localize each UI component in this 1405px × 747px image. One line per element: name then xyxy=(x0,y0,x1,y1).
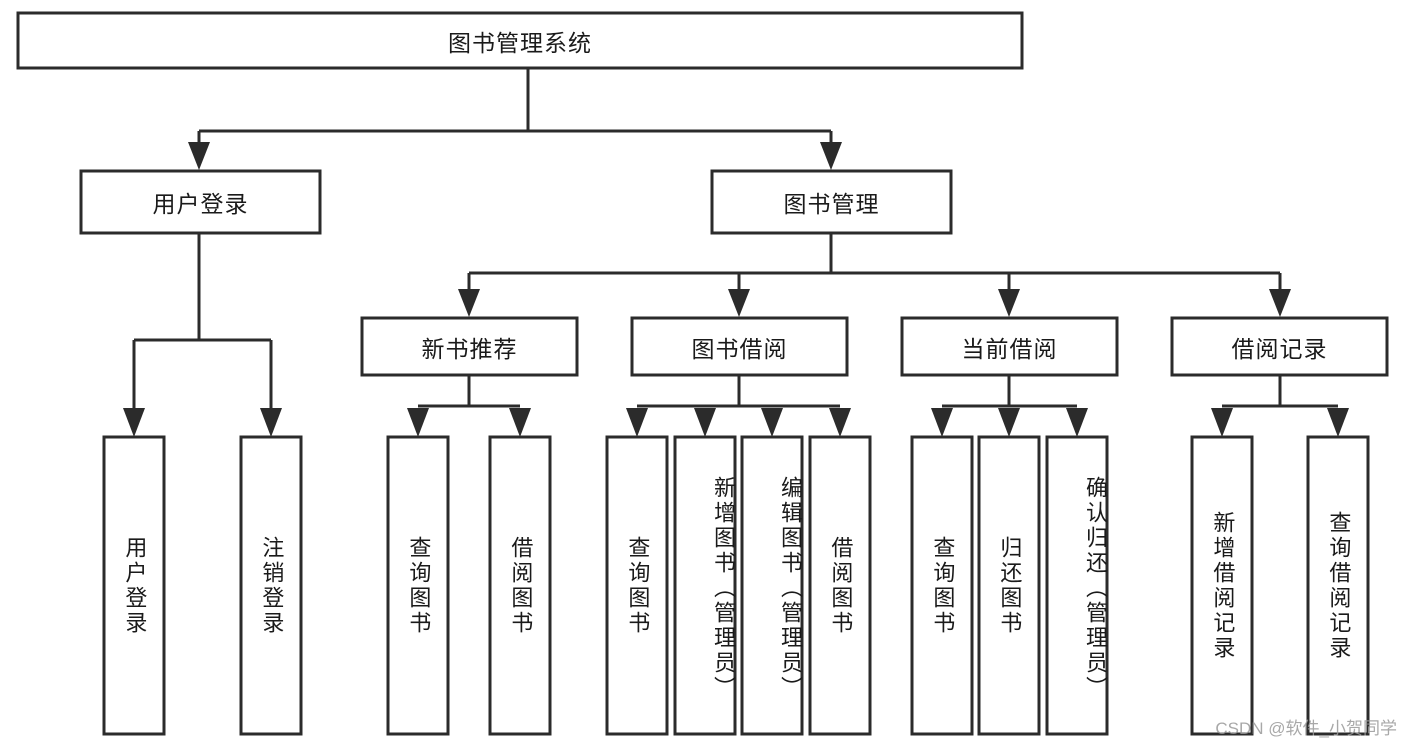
leaf-box-borrow-record-1[interactable] xyxy=(1190,435,1254,736)
arrow-head-level3-4 xyxy=(1269,289,1291,317)
arrow-head-bookborrow-4 xyxy=(829,408,851,437)
leaf-box-current-borrow-3[interactable] xyxy=(1045,435,1109,736)
arrow-head-bookborrow-2 xyxy=(694,408,716,437)
leaf-box-new-book-2[interactable] xyxy=(488,435,552,736)
leaf-box-borrow-record-2[interactable] xyxy=(1306,435,1370,736)
node-level3-box-2[interactable] xyxy=(630,316,849,377)
arrow-head-userlogin-1 xyxy=(123,408,145,437)
arrow-head-level3-1 xyxy=(458,289,480,317)
arrow-head-level2-1 xyxy=(188,142,210,170)
arrow-head-currentborrow-3 xyxy=(1066,408,1088,437)
arrow-head-bookborrow-1 xyxy=(626,408,648,437)
leaf-box-current-borrow-2[interactable] xyxy=(977,435,1041,736)
leaf-box-book-borrow-1[interactable] xyxy=(605,435,669,736)
arrow-head-newbook-1 xyxy=(407,408,429,437)
leaf-box-new-book-1[interactable] xyxy=(386,435,450,736)
node-level3-box-3[interactable] xyxy=(900,316,1119,377)
arrow-head-level3-3 xyxy=(998,289,1020,317)
leaf-box-book-borrow-3[interactable] xyxy=(740,435,804,736)
arrow-head-bookborrow-3 xyxy=(761,408,783,437)
leaf-box-user-login-1[interactable] xyxy=(102,435,166,736)
node-level2-box-1[interactable] xyxy=(79,169,322,235)
arrow-head-level2-2 xyxy=(820,142,842,170)
node-level2-box-2[interactable] xyxy=(710,169,953,235)
arrow-head-userlogin-2 xyxy=(260,408,282,437)
node-root-box[interactable] xyxy=(16,11,1024,70)
node-level3-box-1[interactable] xyxy=(360,316,579,377)
leaf-box-user-login-2[interactable] xyxy=(239,435,303,736)
leaf-box-current-borrow-1[interactable] xyxy=(910,435,974,736)
arrow-head-currentborrow-2 xyxy=(998,408,1020,437)
csdn-watermark: CSDN @软件_小贺同学 xyxy=(1215,719,1397,738)
arrow-head-level3-2 xyxy=(728,289,750,317)
arrow-head-borrowrecord-1 xyxy=(1211,408,1233,437)
leaf-box-book-borrow-2[interactable] xyxy=(673,435,737,736)
arrow-head-currentborrow-1 xyxy=(931,408,953,437)
arrow-head-borrowrecord-2 xyxy=(1327,408,1349,437)
node-level3-box-4[interactable] xyxy=(1170,316,1389,377)
leaf-box-book-borrow-4[interactable] xyxy=(808,435,872,736)
arrow-head-newbook-2 xyxy=(509,408,531,437)
